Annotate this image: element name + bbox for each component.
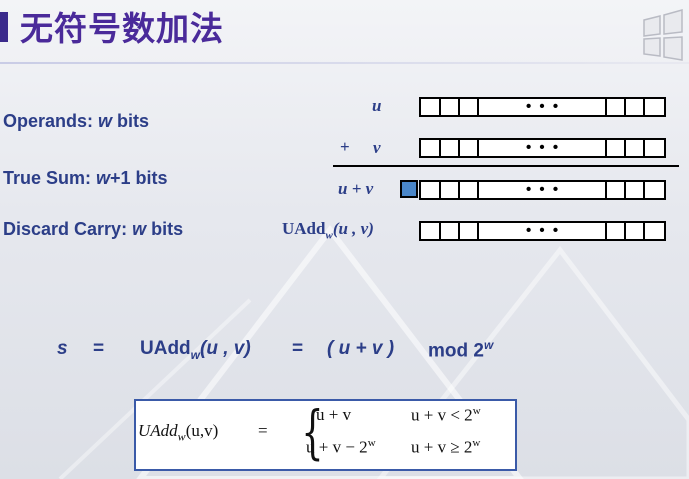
eq-mod: mod 2w xyxy=(428,338,494,362)
title-divider xyxy=(0,62,689,64)
formula-equals: = xyxy=(258,421,268,440)
bit-row-uadd: • • • xyxy=(419,221,666,241)
eq-rhs: ( u + v ) xyxy=(327,338,395,359)
bit-row-v: • • • xyxy=(419,138,666,158)
plus-sign: + xyxy=(340,137,350,156)
discard-carry-label: Discard Carry: w bits xyxy=(3,219,184,239)
eq-uadd: UAddw(u , v) xyxy=(140,338,251,362)
formula-box: UAddw(u,v) = { u + v u + v < 2w u + v − … xyxy=(134,399,517,471)
eq-s: s xyxy=(57,338,68,359)
ellipsis-dots: • • • xyxy=(526,181,561,198)
operands-label: Operands: w bits xyxy=(3,111,150,131)
case1-value: u + v xyxy=(316,405,352,424)
case1-condition: u + v < 2w xyxy=(411,405,481,425)
sum-label: u + v xyxy=(338,179,374,198)
windows-logo-icon xyxy=(643,9,683,61)
case2-condition: u + v ≥ 2w xyxy=(411,437,481,457)
operand-u-label: u xyxy=(372,96,382,115)
eq-equals-2: = xyxy=(292,338,304,359)
eq-equals-1: = xyxy=(93,338,105,359)
ellipsis-dots: • • • xyxy=(526,139,561,156)
uadd-label: UAddw(u , v) xyxy=(282,219,374,242)
formula-lhs: UAddw(u,v) xyxy=(138,421,219,444)
title-bar: 无符号数加法 xyxy=(0,0,689,61)
bit-row-u: • • • xyxy=(419,97,666,117)
sum-divider-line xyxy=(333,165,679,167)
bit-row-sum: • • • xyxy=(419,180,666,200)
operand-v-label: v xyxy=(373,138,381,157)
case2-value: u + v − 2w xyxy=(306,437,376,457)
true-sum-label: True Sum: w+1 bits xyxy=(3,168,168,188)
page-title: 无符号数加法 xyxy=(20,9,224,48)
ellipsis-dots: • • • xyxy=(526,222,561,239)
carry-bit xyxy=(400,180,418,198)
left-brace: { xyxy=(301,398,324,466)
title-accent-bar xyxy=(0,12,8,42)
ellipsis-dots: • • • xyxy=(526,98,561,115)
